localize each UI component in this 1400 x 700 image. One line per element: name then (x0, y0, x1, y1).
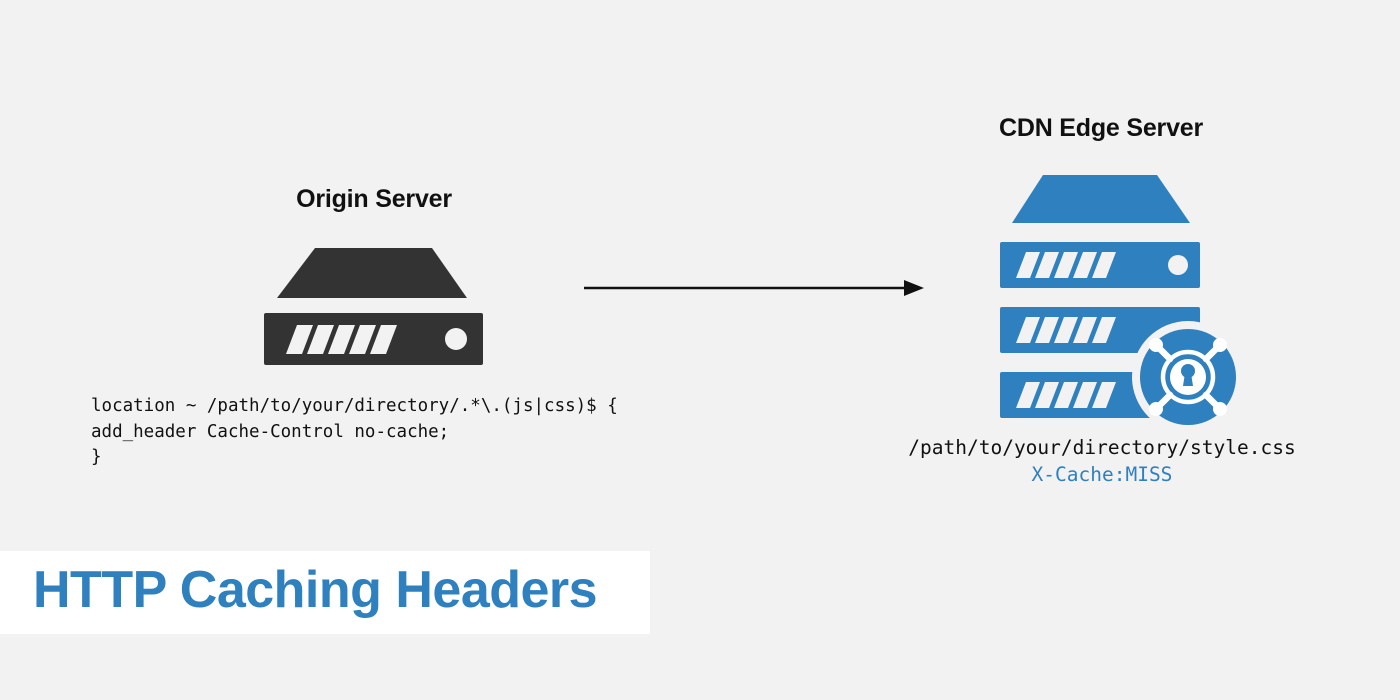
page-title: HTTP Caching Headers (33, 561, 598, 619)
cdn-asset-path: /path/to/your/directory/style.css (908, 436, 1296, 459)
title-band (0, 551, 650, 634)
cdn-lock-node-icon (1140, 329, 1236, 425)
cdn-cache-status-badge: X-Cache:MISS (1031, 463, 1173, 486)
server-dark-icon (264, 242, 484, 372)
origin-nginx-config-code: location ~ /path/to/your/directory/.*\.(… (91, 396, 618, 467)
origin-server-title: Origin Server (296, 185, 452, 213)
server-stack-blue-icon (1000, 170, 1236, 425)
cdn-edge-server-title: CDN Edge Server (998, 114, 1204, 142)
arrow-right-icon (580, 270, 925, 310)
